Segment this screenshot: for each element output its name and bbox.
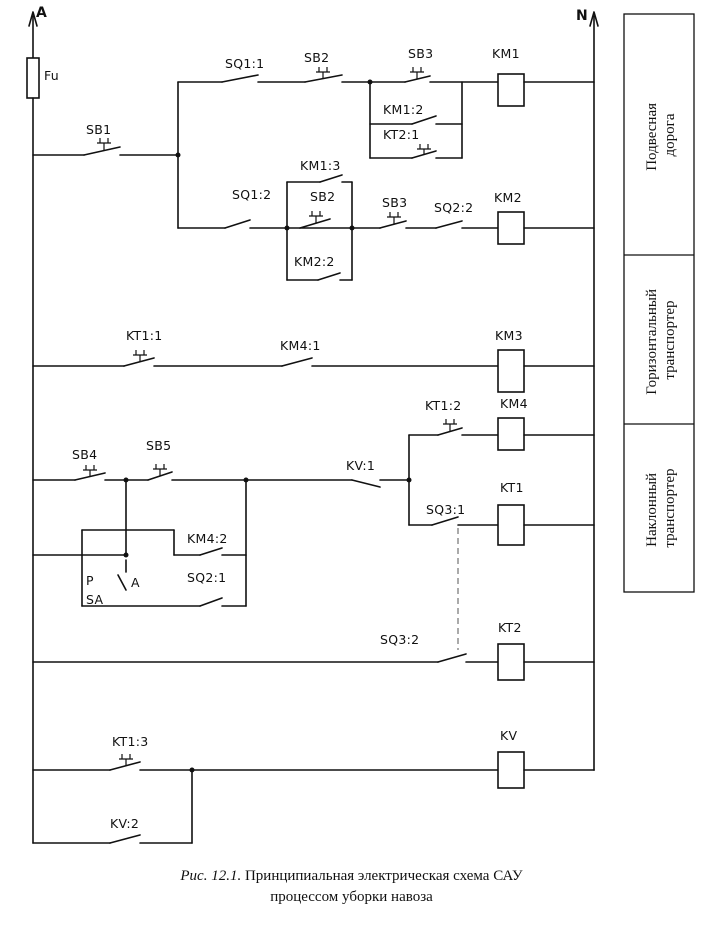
caption-line-2: процессом уборки навоза <box>270 889 433 905</box>
schematic-diagram: A Fu N <box>26 5 695 844</box>
rung-km4-kt1 <box>32 417 595 650</box>
label-sb2: SB2 <box>304 50 329 65</box>
label-sa: SA <box>86 592 103 607</box>
coil-km3 <box>497 349 525 393</box>
coil-km1 <box>497 73 525 107</box>
caption-line-1: Рис. 12.1. Принципиальная электрическая … <box>0 866 703 887</box>
label-sb3: SB3 <box>408 46 433 61</box>
fuse-label: Fu <box>44 68 59 83</box>
label-kv: KV <box>500 728 517 743</box>
rung-kt2 <box>32 643 595 681</box>
label-sb2-b: SB2 <box>310 189 335 204</box>
label-a: A <box>131 575 140 590</box>
rung-kv <box>32 751 595 844</box>
caption-prefix: Рис. 12.1. <box>180 868 242 884</box>
rail-a-label: A <box>36 5 47 21</box>
label-kt1-1: KT1:1 <box>126 328 162 343</box>
label-km1-3: KM1:3 <box>300 158 341 173</box>
label-kt1-3: KT1:3 <box>112 734 148 749</box>
label-km1: KM1 <box>492 46 520 61</box>
label-sb1: SB1 <box>86 122 111 137</box>
label-sq2-2: SQ2:2 <box>434 200 473 215</box>
label-sq3-1: SQ3:1 <box>426 502 465 517</box>
label-kv-1: KV:1 <box>346 458 375 473</box>
label-sb3-b: SB3 <box>382 195 407 210</box>
coil-kt1 <box>497 504 525 546</box>
label-sq2-1: SQ2:1 <box>187 570 226 585</box>
label-sb5: SB5 <box>146 438 171 453</box>
fuse-fu <box>26 57 40 99</box>
label-kt1-2: KT1:2 <box>425 398 461 413</box>
rung-km3 <box>32 349 595 393</box>
section-label-3: Наклонный транспортер <box>644 468 678 547</box>
label-kt2-1: KT2:1 <box>383 127 419 142</box>
label-sq1-1: SQ1:1 <box>225 56 264 71</box>
section-label-1: Подвесная дорога <box>644 99 678 171</box>
coil-kt2 <box>497 643 525 681</box>
rung-1-km1 <box>32 67 595 281</box>
label-km2: KM2 <box>494 190 522 205</box>
section-table: Подвесная дорога Горизонтальный транспор… <box>623 13 695 593</box>
label-p: P <box>86 573 94 588</box>
rail-a: A Fu <box>26 5 59 844</box>
coil-km4 <box>497 417 525 451</box>
label-km4-1: KM4:1 <box>280 338 321 353</box>
label-km2-2: KM2:2 <box>294 254 335 269</box>
label-km3: KM3 <box>495 328 523 343</box>
section-label-2: Горизонтальный транспортер <box>644 285 678 394</box>
coil-kv <box>497 751 525 789</box>
label-sq3-2: SQ3:2 <box>380 632 419 647</box>
label-sq1-2: SQ1:2 <box>232 187 271 202</box>
coil-km2 <box>497 211 525 245</box>
label-km4: KM4 <box>500 396 528 411</box>
label-km4-2: KM4:2 <box>187 531 228 546</box>
label-kt2: KT2 <box>498 620 522 635</box>
figure-caption: Рис. 12.1. Принципиальная электрическая … <box>0 866 703 908</box>
label-kt1: KT1 <box>500 480 524 495</box>
rail-n-label: N <box>576 8 588 24</box>
caption-text-1: Принципиальная электрическая схема САУ <box>244 868 523 884</box>
label-sb4: SB4 <box>72 447 97 462</box>
label-kv-2: KV:2 <box>110 816 139 831</box>
label-km1-2: KM1:2 <box>383 102 424 117</box>
rail-n: N <box>576 8 599 771</box>
component-labels: SQ1:1 SB2 SB3 KM1 KM1:2 KT2:1 SB1 KM1:3 … <box>72 46 528 831</box>
